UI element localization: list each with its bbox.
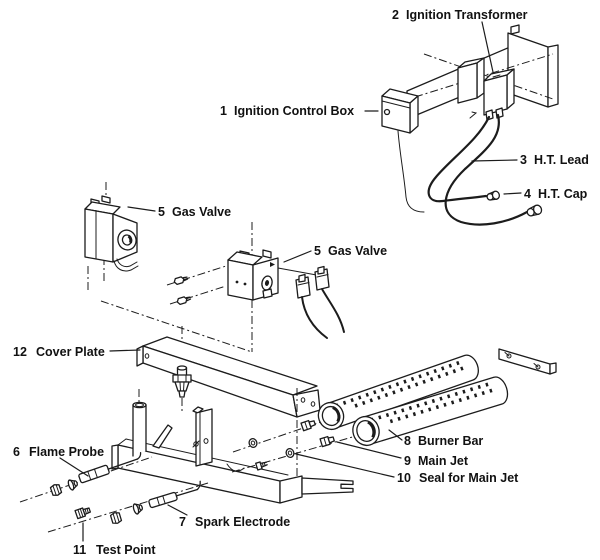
ht-cap-front [486,190,500,201]
gas-valve-left [84,182,253,353]
ignition-transformer [469,68,515,121]
valve-knob [117,229,137,251]
main-jet-front [319,435,335,448]
label-number: 2 [392,8,399,22]
test-point [74,507,92,520]
valve-cable [301,296,328,339]
valve-arrow-mark [270,262,275,267]
union-fitting [172,365,192,398]
seal-back [248,438,258,448]
burner-bar-front [352,376,509,447]
main-jet-back [300,419,316,432]
ignition-control-box [381,88,419,134]
label-number: 5 [314,244,321,258]
label-number: 3 [520,153,527,167]
label-cover-plate: 12 Cover Plate [13,345,141,359]
label-text: Burner Bar [418,434,483,448]
label-number: 1 [220,104,227,118]
cover-plate [136,326,321,418]
label-number: 9 [404,454,411,468]
burner-bar-back [317,354,479,431]
label-text: Ignition Transformer [406,8,528,22]
label-number: 12 [13,345,27,359]
valve-screw [173,276,189,285]
frame-arm [301,477,354,495]
label-gas-valve-left: 5 Gas Valve [127,205,231,219]
control-box-terminal [383,108,391,116]
label-text: Flame Probe [29,445,104,459]
ht-lead-cable-back [444,113,529,226]
spacer-block [457,57,485,104]
burner-mount-bracket [498,348,557,375]
label-number: 7 [179,515,186,529]
frame-tube [132,401,147,457]
label-main-jet: 9 Main Jet [336,441,469,468]
label-text: Cover Plate [36,345,105,359]
pointer-mark [469,111,478,119]
label-number: 5 [158,205,165,219]
ignition-assembly [381,24,559,226]
seal-front [285,447,295,459]
label-ht-lead: 3 H.T. Lead [471,153,589,167]
label-burner-bar: 8 Burner Bar [388,429,483,448]
probe-body [78,452,142,484]
label-text: Seal for Main Jet [419,471,519,485]
mounting-plate [507,24,559,108]
probe-washer [67,479,78,491]
label-text: Test Point [96,543,156,557]
valve-outlet-pipe [113,260,139,272]
label-number: 10 [397,471,411,485]
label-ignition-control-box: 1 Ignition Control Box [220,104,379,118]
label-gas-valve-right: 5 Gas Valve [283,244,387,263]
label-test-point: 11 Test Point [73,522,156,557]
cable-connector [314,265,330,291]
burner-bars [231,348,557,473]
label-ignition-transformer: 2 Ignition Transformer [392,8,528,73]
probe-nut [49,484,63,496]
label-number: 8 [404,434,411,448]
flame-probe [19,452,153,503]
label-spark-electrode: 7 Spark Electrode [167,504,290,529]
label-text: Gas Valve [172,205,231,219]
electrode-body [148,480,201,509]
frame-bracket [192,406,213,467]
spark-electrode [47,480,209,533]
labels: 1 Ignition Control Box 2 Ignition Transf… [13,8,589,557]
gas-valve-right [166,222,345,352]
valve-screw [176,296,192,305]
ht-lead-cable-front [427,115,491,203]
ht-cap-back [526,204,543,217]
label-number: 6 [13,445,20,459]
cable-connector [295,273,311,299]
label-number: 4 [524,187,531,201]
electrode-nut [109,512,123,524]
label-text: Gas Valve [328,244,387,258]
jet-screw [255,461,268,471]
label-text: Spark Electrode [195,515,290,529]
label-text: Ignition Control Box [234,104,354,118]
label-number: 11 [73,543,86,557]
frame-blade [152,424,173,449]
support-frame [111,388,354,504]
transformer-terminal [495,107,504,119]
valve-cable [321,288,345,333]
control-box-cable [397,130,425,213]
label-text: H.T. Cap [538,187,588,201]
exploded-axis [100,300,253,353]
electrode-washer [132,503,143,515]
label-text: H.T. Lead [534,153,589,167]
label-text: Main Jet [418,454,469,468]
label-ht-cap: 4 H.T. Cap [503,187,588,201]
label-flame-probe: 6 Flame Probe [13,445,104,477]
label-seal-for-main-jet: 10 Seal for Main Jet [295,453,519,485]
